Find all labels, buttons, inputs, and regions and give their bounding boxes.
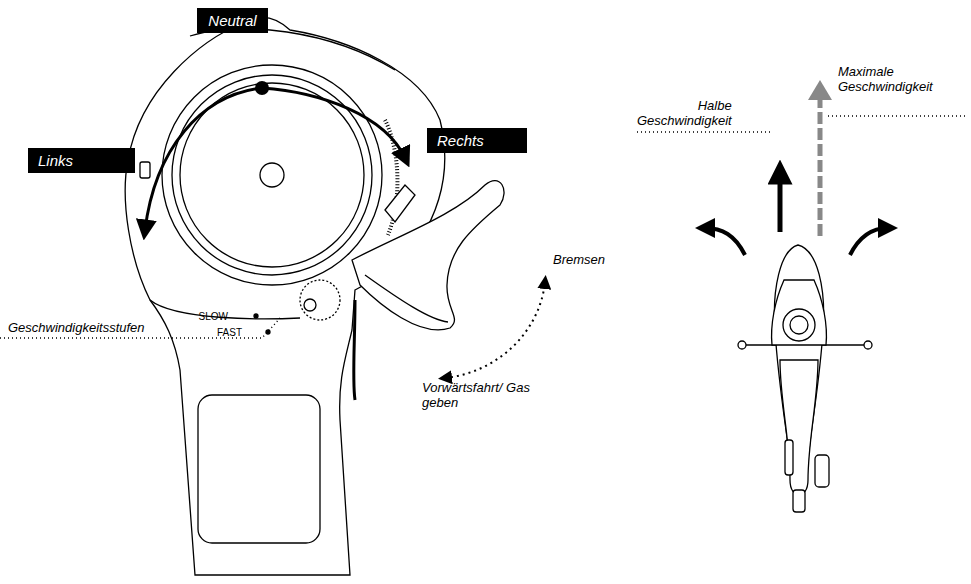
box-text: Links: [38, 152, 73, 169]
motorcycle: [738, 245, 872, 512]
label-box: Neutral: [197, 8, 268, 33]
half-speed-arrow: [778, 172, 783, 232]
controller: [125, 17, 504, 575]
annotation: Bremsen: [553, 252, 605, 267]
annotation: Vorwärtsfahrt/ Gas geben: [422, 380, 532, 410]
leader-line: [637, 131, 770, 133]
annotation: Halbe Geschwindigkeit: [637, 98, 732, 128]
label-box: Rechts: [427, 128, 527, 153]
neutral-dot: [255, 81, 269, 95]
steer-left-arrow: [145, 88, 262, 230]
annotation: FAST: [217, 327, 242, 338]
box-text: Rechts: [437, 132, 484, 149]
annotation: Maximale Geschwindigkeit: [838, 64, 933, 94]
label-box: Links: [28, 148, 135, 173]
leader-line: [828, 115, 968, 117]
annotation: SLOW: [199, 311, 228, 322]
turn-right-arrow: [850, 228, 888, 255]
max-speed-head: [808, 80, 832, 100]
leader-line: [0, 316, 282, 338]
steer-right-arrow: [262, 88, 405, 158]
box-text: Neutral: [208, 12, 256, 29]
annotation: Geschwindigkeitsstufen: [8, 320, 145, 335]
max-speed-arrow: [818, 95, 823, 236]
trigger-arc: [445, 282, 545, 378]
turn-left-arrow: [705, 228, 745, 255]
